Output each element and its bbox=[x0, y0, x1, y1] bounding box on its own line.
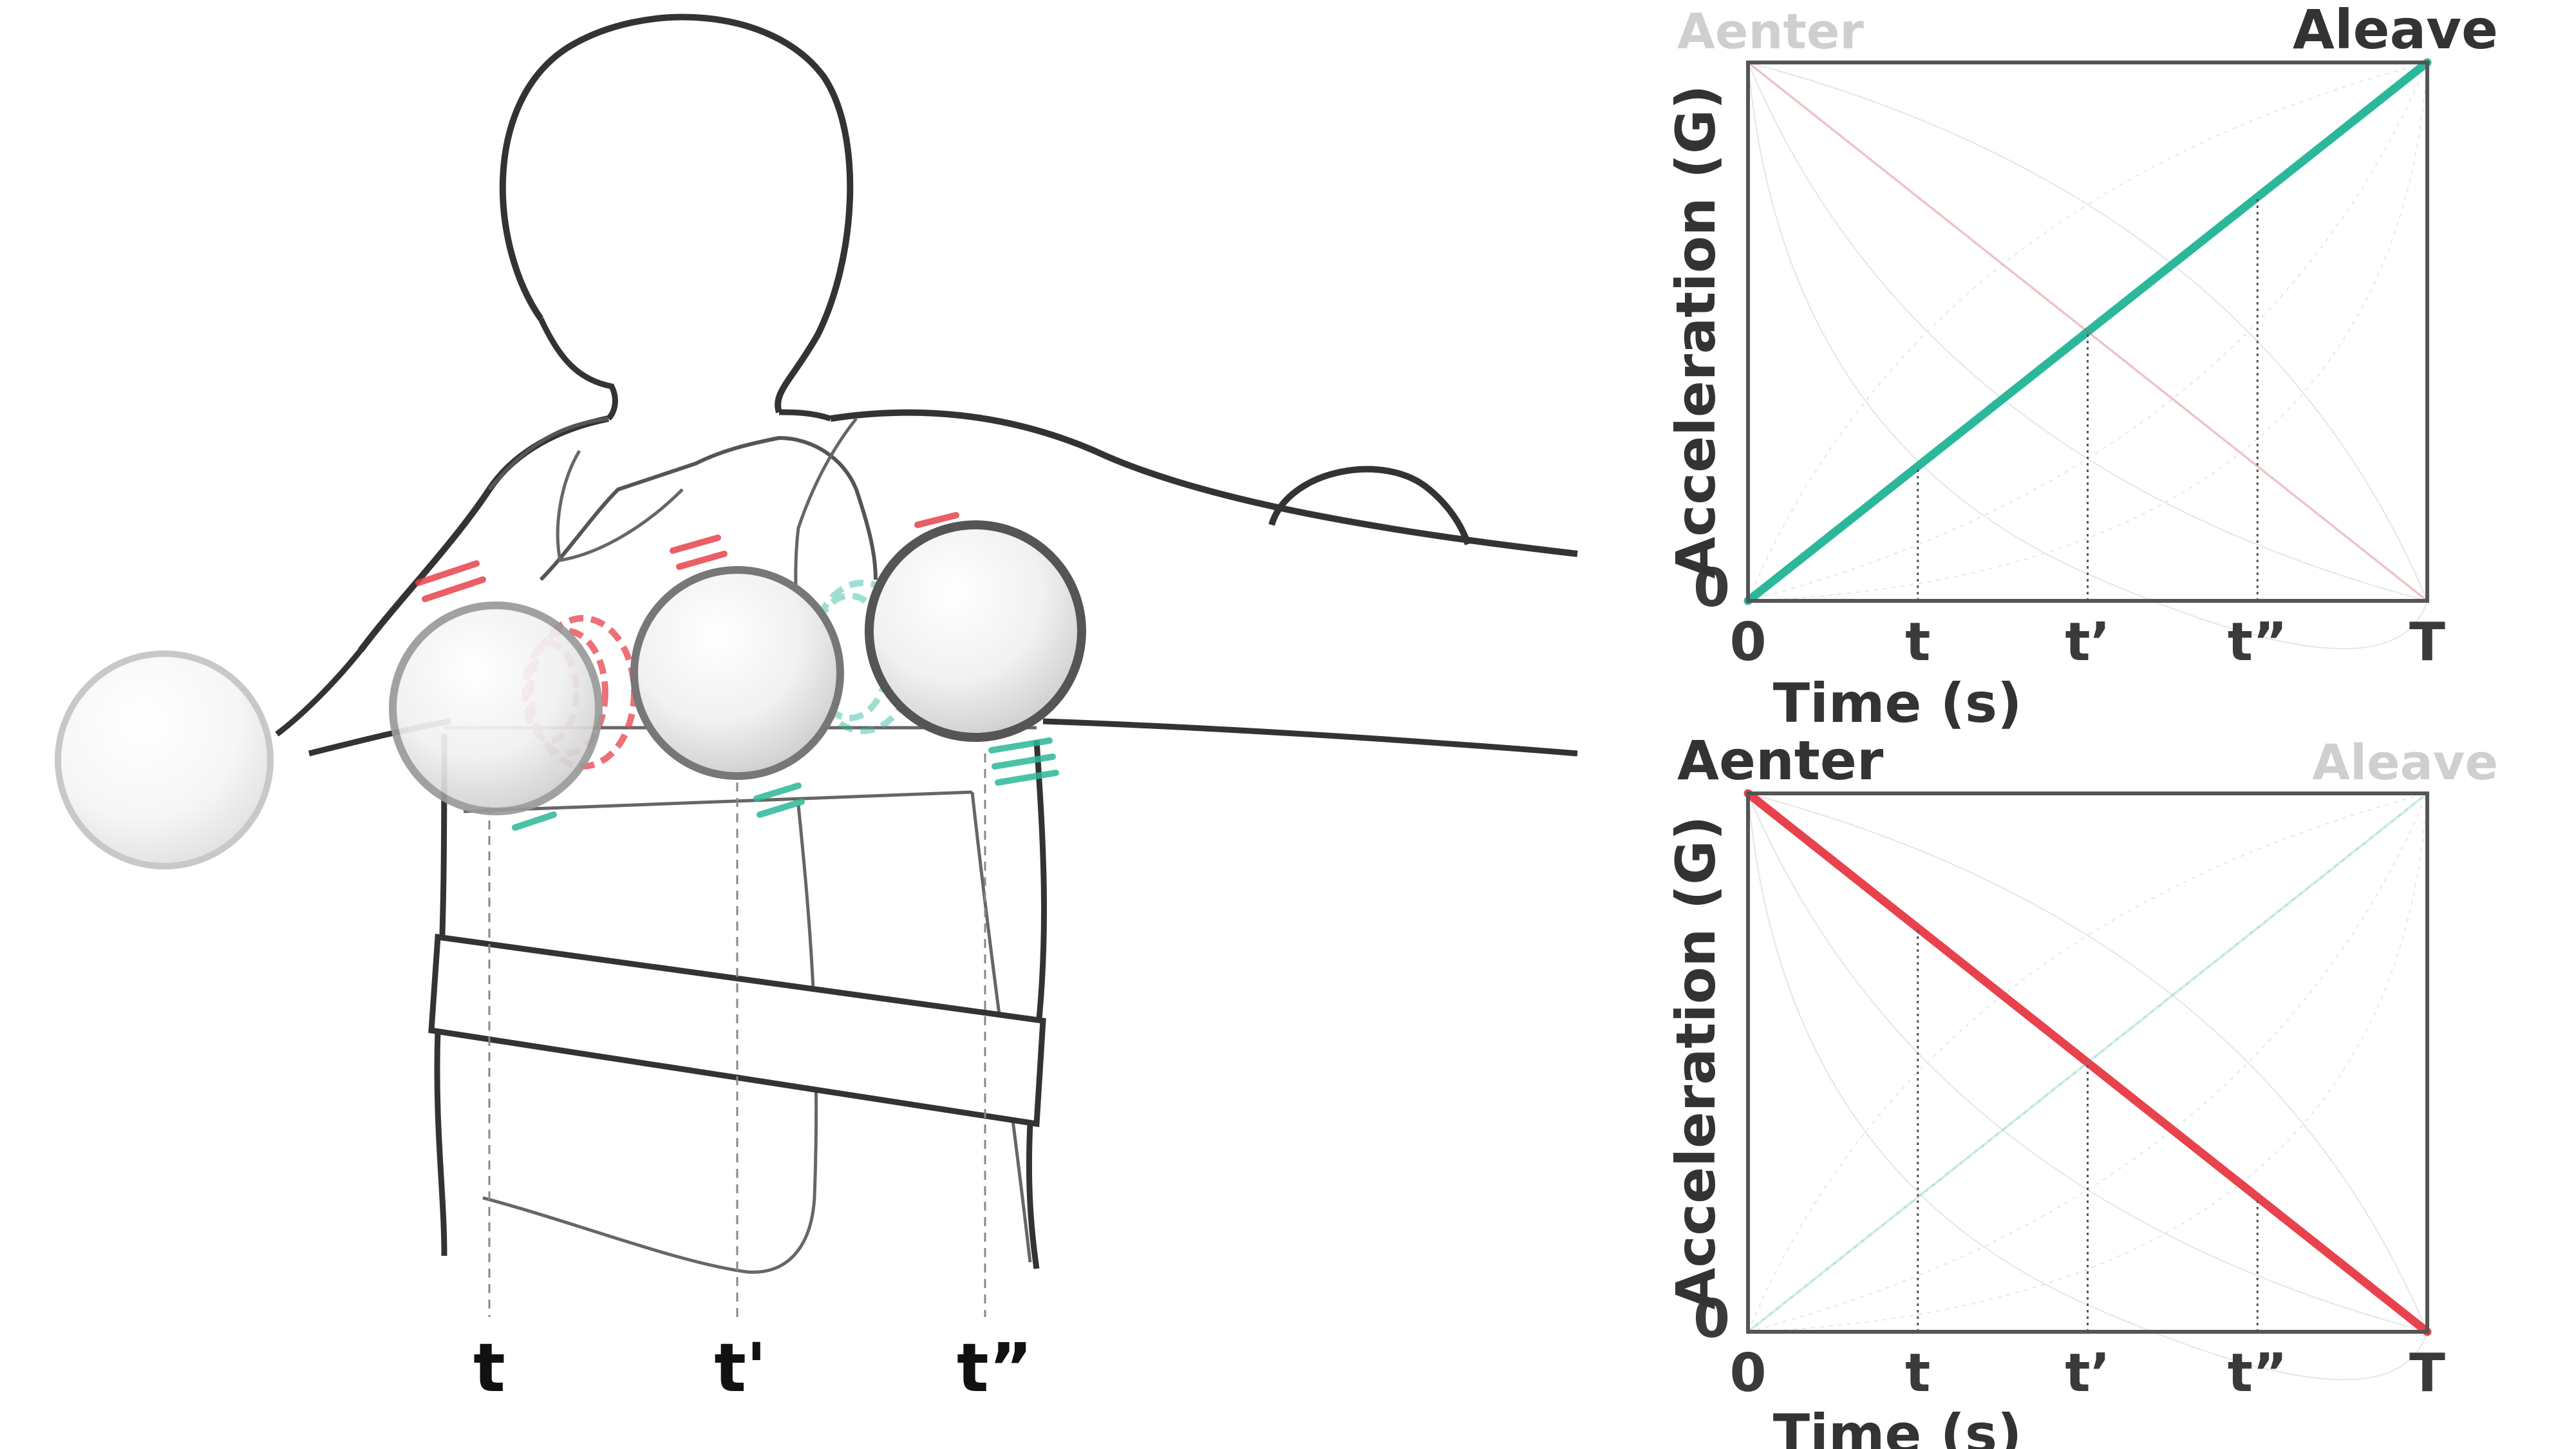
stimulus-ball-t-double-prime bbox=[865, 520, 1086, 742]
right-shoulder-arm-outline bbox=[830, 409, 1578, 557]
wearer-illustration: t t' t” bbox=[55, 14, 1578, 1407]
x-tick-label-1: t bbox=[1905, 612, 1930, 673]
x-tick-label-2: t’ bbox=[2065, 1343, 2110, 1404]
x-tick-label-3: t” bbox=[2228, 1343, 2288, 1404]
right-arm-lower-outline bbox=[1042, 718, 1578, 757]
vest-outline bbox=[487, 417, 878, 582]
x-tick-label-4: T bbox=[2409, 612, 2445, 673]
grid-curve-sine-2 bbox=[1747, 793, 2428, 1332]
y-axis-title: Acceleration (G) bbox=[1664, 816, 1727, 1310]
illus-time-label-t-double-prime: t” bbox=[957, 1329, 1033, 1407]
series-line-faint-enter bbox=[1747, 61, 2429, 602]
grid-curve-leave-2 bbox=[1747, 62, 2428, 601]
x-axis-title: Time (s) bbox=[1773, 672, 2022, 735]
stimulus-ball-t bbox=[389, 601, 603, 815]
y-tick-label-0: 0 bbox=[1693, 1289, 1730, 1350]
head-outline bbox=[499, 14, 854, 413]
plot-frame bbox=[1746, 61, 2429, 603]
grid-curve-ease-2 bbox=[1747, 793, 2428, 1332]
grid-curve-enter-2 bbox=[1747, 62, 2428, 601]
x-axis-title: Time (s) bbox=[1773, 1403, 2022, 1449]
plot-frame bbox=[1746, 791, 2429, 1334]
vest-neckline bbox=[556, 450, 684, 562]
corner-label-enter: Aenter bbox=[1677, 3, 1864, 60]
grid-curve-ease bbox=[1747, 62, 2428, 650]
red-motion-marks bbox=[415, 512, 959, 602]
x-tick-label-1: t bbox=[1905, 1343, 1930, 1404]
arm-sensor-outline bbox=[1268, 466, 1471, 545]
stimulus-ball-faint bbox=[55, 650, 274, 869]
series-line-enter bbox=[1744, 789, 2432, 1336]
time-guide-lines bbox=[488, 753, 986, 1317]
illus-time-label-t-prime: t' bbox=[714, 1329, 767, 1407]
x-tick-label-0: 0 bbox=[1729, 612, 1766, 673]
corner-label-enter: Aenter bbox=[1677, 729, 1884, 792]
series-line-leave bbox=[1744, 58, 2432, 605]
grid-curve-ease-2 bbox=[1747, 62, 2428, 601]
x-tick-label-0: 0 bbox=[1729, 1343, 1766, 1404]
stimulus-ball-t-prime bbox=[630, 566, 844, 780]
x-tick-label-4: T bbox=[2409, 1343, 2445, 1404]
series-line-faint-leave bbox=[1747, 792, 2429, 1333]
x-tick-label-2: t’ bbox=[2065, 612, 2110, 673]
y-tick-label-0: 0 bbox=[1693, 558, 1730, 619]
corner-label-leave: Aleave bbox=[2293, 0, 2498, 61]
corner-label-leave: Aleave bbox=[2312, 734, 2498, 791]
x-tick-label-3: t” bbox=[2228, 612, 2288, 673]
green-motion-marks bbox=[512, 737, 1059, 831]
grid-curve-ease bbox=[1747, 793, 2428, 1381]
y-axis-title: Acceleration (G) bbox=[1664, 85, 1727, 579]
illus-time-label-t: t bbox=[473, 1329, 505, 1407]
neck-outline bbox=[538, 317, 832, 422]
